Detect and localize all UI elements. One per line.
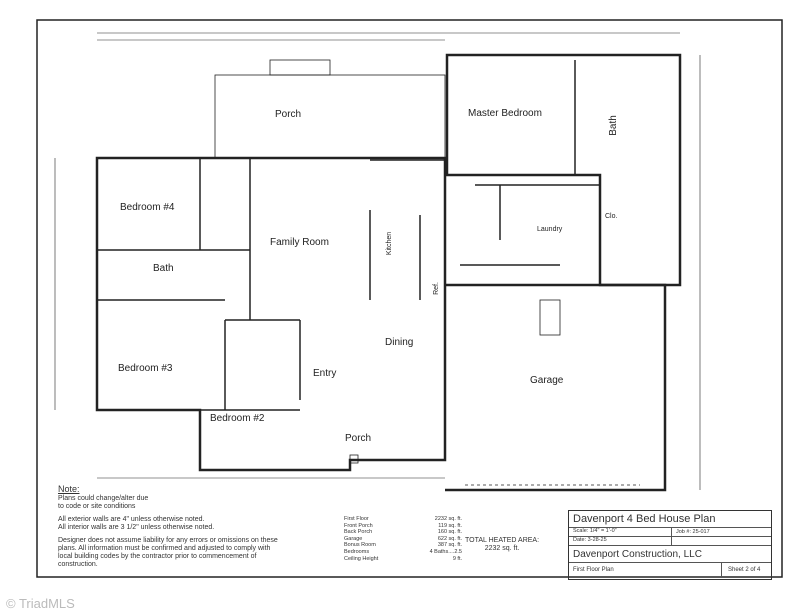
room-label-laundry: Laundry <box>537 226 563 233</box>
room-label-bedroom-3: Bedroom #3 <box>118 363 173 374</box>
area-row: Garage 622 sq. ft. <box>344 536 462 543</box>
sheet-border <box>36 19 783 578</box>
room-label-kitchen: Kitchen <box>386 231 394 256</box>
date-row: Date: 3-28-25 <box>569 537 771 546</box>
title-block: Davenport 4 Bed House Plan Scale: 1/4" =… <box>568 510 772 580</box>
room-label-entry: Entry <box>313 368 337 379</box>
area-label: First Floor <box>344 516 369 522</box>
area-value: 387 sq. ft. <box>437 542 462 549</box>
area-value: 2232 sq. ft. <box>434 516 462 522</box>
area-label: Ceiling Height <box>344 555 379 562</box>
room-label-ref: Ref. <box>432 282 440 295</box>
job-number: Job #: 25-017 <box>676 529 710 535</box>
room-label-family-room: Family Room <box>270 237 329 248</box>
room-label-bedroom-4: Bedroom #4 <box>120 202 175 213</box>
area-value: 622 sq. ft. <box>437 535 462 542</box>
sheet-number: Sheet 2 of 4 <box>728 567 761 573</box>
total-value: 2232 sq. ft. <box>484 545 520 552</box>
sheet-name: First Floor Plan <box>569 563 722 577</box>
area-row: Bedrooms 4 Baths....2.5 <box>344 549 462 556</box>
area-label: Bonus Room <box>344 542 376 549</box>
area-row: Ceiling Height 9 ft. <box>344 556 462 563</box>
master-wing-walls <box>445 53 682 287</box>
note-line-1: Plans could change/alter due to code or … <box>58 495 149 510</box>
room-label-master-bath: Bath <box>607 115 619 136</box>
room-label-garage: Garage <box>530 375 564 386</box>
room-label-master-bedroom: Master Bedroom <box>468 108 542 119</box>
scale-job-row: Scale: 1/4" = 1'-0" Job #: 25-017 <box>569 528 771 537</box>
area-label: Garage <box>344 535 363 542</box>
area-row: Bonus Room 387 sq. ft. <box>344 542 462 549</box>
area-label: Back Porch <box>344 529 373 536</box>
room-label-closet: Clo. <box>605 213 618 220</box>
area-row: First Floor 2232 sq. ft. <box>344 516 462 523</box>
room-label-hall-bath: Bath <box>153 263 174 274</box>
notes-block: Note: Plans could change/alter due to co… <box>58 485 283 574</box>
area-row: Front Porch 119 sq. ft. <box>344 523 462 530</box>
total-heated-area: TOTAL HEATED AREA: 2232 sq. ft. <box>465 537 539 553</box>
area-value: 160 sq. ft. <box>437 529 462 536</box>
note-line-4: Designer does not assume liability for a… <box>58 537 278 568</box>
rear-porch <box>214 74 446 159</box>
garage-walls <box>445 283 667 492</box>
area-value: 119 sq. ft. <box>438 522 462 529</box>
note-line-3: All interior walls are 3 1/2" unless oth… <box>58 524 215 531</box>
scale: Scale: 1/4" = 1'-0" <box>569 528 672 536</box>
room-label-dining: Dining <box>385 337 414 348</box>
area-label: Front Porch <box>344 522 373 529</box>
date: Date: 3-28-25 <box>569 537 672 545</box>
room-label-rear-porch: Porch <box>275 109 302 120</box>
area-row: Back Porch 160 sq. ft. <box>344 529 462 536</box>
company-name: Davenport Construction, LLC <box>569 546 771 563</box>
area-value: 4 Baths....2.5 <box>429 548 462 555</box>
room-label-front-porch: Porch <box>345 433 372 444</box>
total-label: TOTAL HEATED AREA: <box>465 537 540 544</box>
area-table: First Floor 2232 sq. ft. Front Porch 119 s… <box>344 516 462 562</box>
sheet-row: First Floor Plan Sheet 2 of 4 <box>569 563 771 577</box>
area-value: 9 ft. <box>452 555 462 562</box>
main-house-walls <box>95 156 447 472</box>
note-line-2: All exterior walls are 4" unless otherwi… <box>58 516 205 523</box>
area-label: Bedrooms <box>344 548 370 555</box>
room-label-bedroom-2: Bedroom #2 <box>210 413 265 424</box>
notes-heading: Note: <box>58 484 80 494</box>
plan-title: Davenport 4 Bed House Plan <box>569 511 771 528</box>
watermark: © TriadMLS <box>6 596 75 611</box>
